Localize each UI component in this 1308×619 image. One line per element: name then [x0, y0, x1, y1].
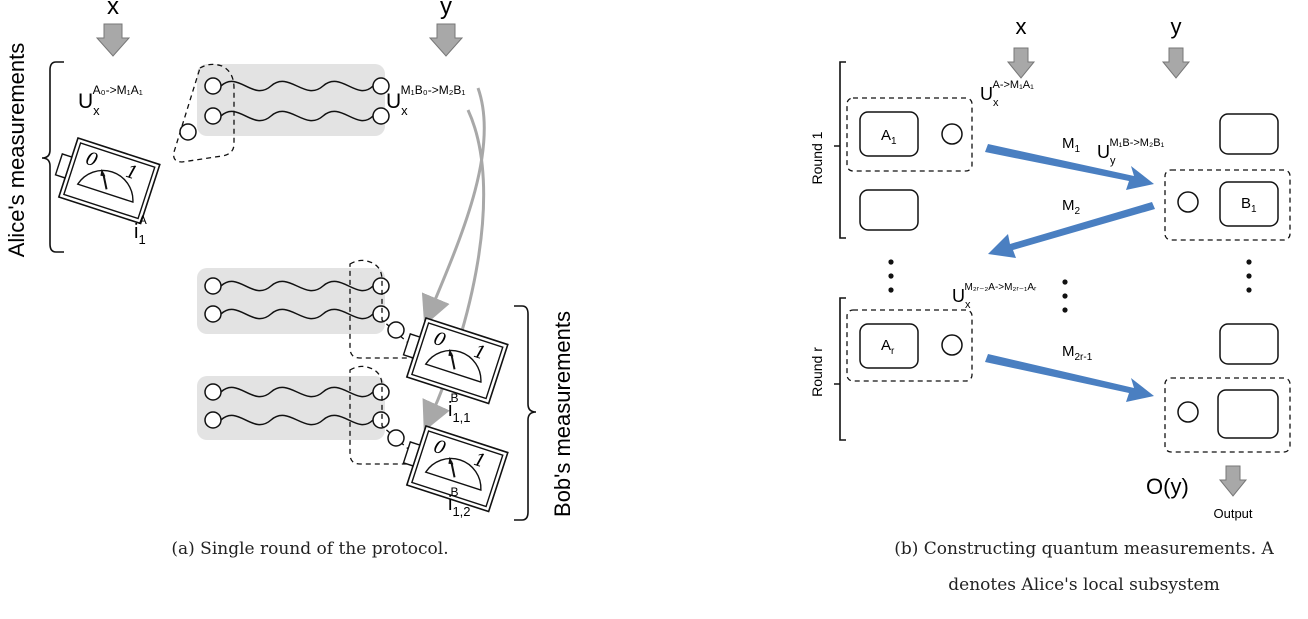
bob-output-box: [1217, 389, 1279, 439]
alice-ar-box: [859, 323, 919, 369]
alice-empty-box: [859, 189, 919, 231]
alice-outcome-label: i1A: [134, 213, 147, 247]
ellipsis-dots: [888, 259, 1252, 313]
message-m1-arrow: [985, 144, 1154, 190]
round-1-label: Round 1: [809, 131, 825, 184]
message-m2-arrow: [988, 202, 1155, 258]
bob-ancilla-qubit-1: [387, 321, 405, 339]
bob-measurements-label: Bob's measurements: [550, 311, 575, 517]
entangled-state-box-bottom: [197, 376, 385, 440]
message-m1-label: M1: [1062, 135, 1081, 155]
round-r-label: Round r: [809, 347, 825, 397]
entangled-state-box-top: [197, 64, 385, 136]
caption-right-line1: (b) Constructing quantum measurements. A: [894, 539, 1274, 559]
bob-round1-dashed: [1164, 169, 1291, 241]
caption-left: (a) Single round of the protocol.: [171, 539, 449, 559]
right-input-y: y: [1171, 14, 1182, 39]
unitary-bob-label: UxM₁B₀->M₂B₁: [386, 83, 465, 118]
output-text: Output: [1213, 506, 1252, 521]
message-m2-label: M2: [1062, 197, 1081, 217]
left-input-x: x: [107, 0, 119, 20]
output-oy-label: O(y): [1146, 474, 1189, 499]
alice-qubit-1: [941, 123, 963, 145]
entangled-state-box-middle: [197, 268, 385, 334]
message-mlast-arrow: [985, 354, 1154, 402]
input-y-arrow-icon: [428, 23, 464, 57]
figure-canvas: x y Alice's measurements UxA₀->M₁A₁ UxM₁…: [4, 0, 1291, 521]
right-input-x: x: [1016, 14, 1027, 39]
alice-a1-box: [859, 111, 919, 157]
bob-qubit-r: [1177, 401, 1199, 423]
alice-measurements-label: Alice's measurements: [4, 43, 29, 258]
left-input-y: y: [440, 0, 452, 20]
bob-bracket: [514, 305, 537, 521]
right-panel: x y Round 1 Round r UxA->M₁A₁ UyM₁B->M₂B…: [809, 14, 1291, 521]
round-r-bracket: [834, 297, 846, 441]
alice-a1-text: A1: [881, 127, 897, 147]
bob-roundr-empty-box: [1219, 323, 1279, 365]
output-arrow-icon: [1218, 465, 1248, 497]
caption-right-line2: denotes Alice's local subsystem: [948, 575, 1220, 595]
message-mlast-label: M2r-1: [1062, 343, 1093, 363]
alice-meter: 0 1: [48, 133, 161, 225]
message-arrow-1: [421, 87, 486, 326]
bob-outcome-1-label: i1,1B: [448, 391, 471, 425]
bob-meter-1: 0 1: [396, 313, 509, 405]
unitary-b-label: UyM₁B->M₂B₁: [1097, 137, 1165, 167]
alice-ancilla-qubit: [179, 123, 197, 141]
bob-b1-box: [1219, 181, 1279, 227]
alice-qubit-r: [941, 334, 963, 356]
bob-meter-2: 0 1: [396, 421, 509, 513]
bob-ancilla-qubit-2: [387, 429, 405, 447]
alice-roundr-dashed: [846, 309, 973, 382]
unitary-a-label: UxA->M₁A₁: [980, 79, 1034, 109]
round-1-bracket: [834, 61, 846, 239]
alice-round1-dashed: [846, 97, 973, 172]
alice-bracket: [41, 61, 64, 253]
bob-qubit-1: [1177, 191, 1199, 213]
input-x-arrow-icon: [95, 23, 131, 57]
bob-top-empty-box: [1219, 113, 1279, 155]
unitary-alice-label: UxA₀->M₁A₁: [78, 83, 143, 118]
right-input-x-arrow-icon: [1006, 47, 1036, 79]
bob-roundr-dashed: [1164, 377, 1291, 453]
bob-b1-text: B1: [1241, 195, 1257, 215]
alice-ar-text: Ar: [881, 337, 895, 357]
unitary-r-label: UxM₂ᵣ₋₂A->M₂ᵣ₋₁Aᵣ: [952, 282, 1037, 311]
left-panel: x y Alice's measurements UxA₀->M₁A₁ UxM₁…: [4, 0, 575, 521]
bob-outcome-2-label: i1,2B: [448, 485, 471, 519]
right-input-y-arrow-icon: [1161, 47, 1191, 79]
